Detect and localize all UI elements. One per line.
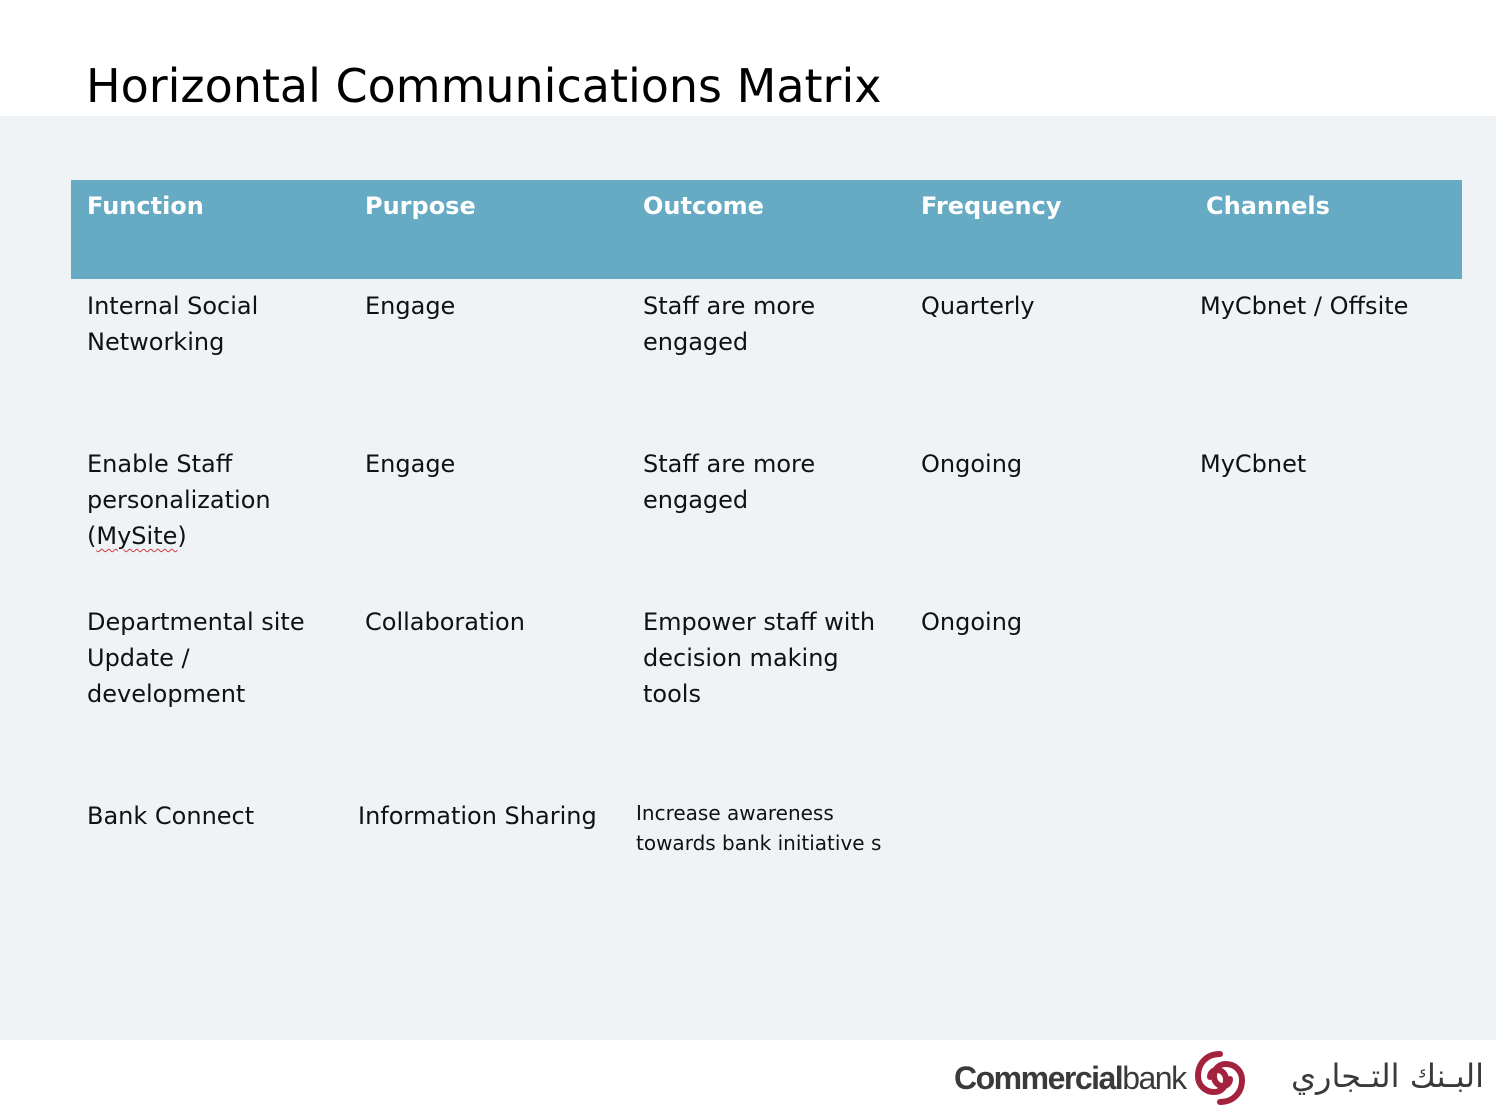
row-4-purpose: Information Sharing bbox=[358, 802, 597, 830]
row-3-purpose: Collaboration bbox=[365, 608, 525, 636]
column-header-outcome: Outcome bbox=[643, 192, 764, 220]
row-2-channels: MyCbnet bbox=[1200, 450, 1307, 478]
row-1-outcome: Staff are more engaged bbox=[643, 292, 816, 356]
open-paren: ( bbox=[87, 522, 97, 550]
row-2-function-line-1: Enable Staff bbox=[87, 450, 233, 478]
column-header-purpose: Purpose bbox=[365, 192, 476, 220]
commercial-bank-logo: Commercialbank البـنك التـجاري bbox=[950, 1044, 1490, 1108]
row-1-purpose: Engage bbox=[365, 292, 456, 320]
logo-arabic-text: البـنك التـجاري bbox=[1290, 1057, 1484, 1095]
row-3-function: Departmental site Update / development bbox=[87, 608, 305, 708]
column-header-frequency: Frequency bbox=[921, 192, 1062, 220]
row-2-purpose: Engage bbox=[365, 450, 456, 478]
row-4-outcome: Increase awareness towards bank initiati… bbox=[636, 801, 882, 855]
close-paren: ) bbox=[177, 522, 187, 550]
row-1-channels: MyCbnet / Offsite bbox=[1200, 292, 1409, 320]
logo-english-text: Commercialbank bbox=[954, 1058, 1187, 1098]
column-header-channels: Channels bbox=[1206, 192, 1330, 220]
spellcheck-flagged-word: MySite bbox=[96, 522, 178, 550]
row-1-function: Internal Social Networking bbox=[87, 292, 259, 356]
row-4-function: Bank Connect bbox=[87, 802, 255, 830]
row-3-outcome: Empower staff with decision making tools bbox=[643, 608, 876, 708]
row-3-frequency: Ongoing bbox=[921, 608, 1023, 636]
commercial-bank-logo-icon bbox=[1194, 1051, 1246, 1105]
row-2-frequency: Ongoing bbox=[921, 450, 1023, 478]
row-2-function-line-2: personalization bbox=[87, 486, 271, 514]
row-1-frequency: Quarterly bbox=[921, 292, 1035, 320]
logo-text-light: bank bbox=[1122, 1060, 1187, 1096]
table-header-row bbox=[71, 180, 1462, 279]
row-2-function: Enable Staff personalization (MySite) bbox=[87, 446, 271, 554]
row-2-function-line-3: (MySite) bbox=[87, 518, 271, 554]
slide-title: Horizontal Communications Matrix bbox=[86, 59, 882, 113]
logo-text-bold: Commercial bbox=[954, 1060, 1124, 1096]
column-header-function: Function bbox=[87, 192, 204, 220]
row-2-outcome: Staff are more engaged bbox=[643, 450, 816, 514]
